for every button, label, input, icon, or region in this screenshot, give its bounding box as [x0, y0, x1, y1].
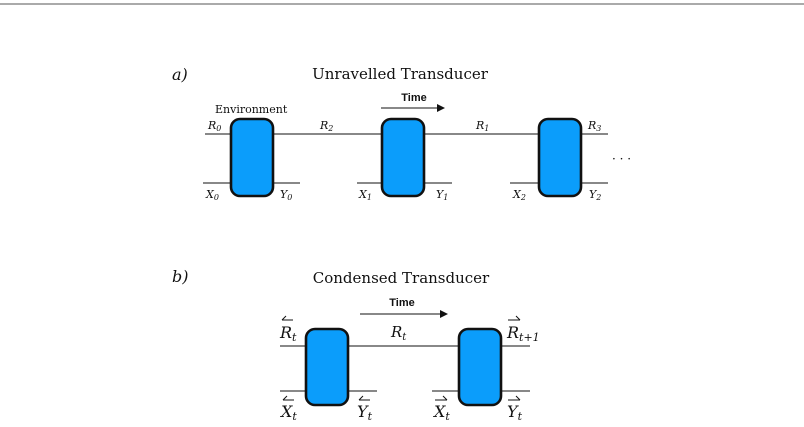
- svg-text:Xt: Xt: [279, 402, 297, 423]
- label-r-right: Rt+1: [506, 315, 540, 344]
- svg-text:Yt: Yt: [357, 402, 373, 423]
- label-r1: R1: [475, 119, 489, 133]
- transducer-box-b-left: [304, 327, 350, 407]
- label-x-left: Xt: [279, 395, 297, 423]
- label-y0: Y0: [280, 188, 292, 202]
- panel-b-title: Condensed Transducer: [313, 269, 490, 287]
- ellipsis: · · ·: [612, 152, 631, 166]
- label-r-left: Rt: [279, 315, 297, 344]
- time-label-b: Time: [389, 297, 414, 309]
- svg-text:Rt+1: Rt+1: [506, 323, 540, 344]
- label-y-left: Yt: [357, 395, 373, 423]
- label-y-right: Yt: [507, 395, 523, 423]
- panel-a-title: Unravelled Transducer: [312, 65, 489, 83]
- time-label-a: Time: [401, 92, 426, 104]
- label-x-right: Xt: [432, 395, 450, 423]
- transducer-box-a0: [229, 117, 275, 198]
- panel-b-label: b): [172, 267, 188, 286]
- label-r3: R3: [587, 119, 601, 133]
- label-x0: X0: [205, 188, 219, 202]
- label-y2: Y2: [589, 188, 601, 202]
- svg-text:Yt: Yt: [507, 402, 523, 423]
- svg-text:Xt: Xt: [432, 402, 450, 423]
- panel-a-label: a): [172, 65, 188, 84]
- transducer-box-b-right: [457, 327, 503, 407]
- transducer-box-a2: [537, 117, 583, 198]
- label-y1: Y1: [436, 188, 448, 202]
- label-r-mid: Rt: [390, 323, 407, 343]
- transducer-box-a1: [380, 117, 426, 198]
- label-r0: R0: [207, 119, 221, 133]
- label-r2: R2: [319, 119, 333, 133]
- svg-text:Rt: Rt: [279, 323, 297, 344]
- label-x1: X1: [358, 188, 372, 202]
- environment-label: Environment: [215, 103, 288, 116]
- panel-a: a) Unravelled Transducer Environment Tim…: [172, 65, 631, 202]
- panel-b: b) Condensed Transducer Time Rt Rt Rt+1 …: [172, 267, 540, 423]
- label-x2: X2: [512, 188, 526, 202]
